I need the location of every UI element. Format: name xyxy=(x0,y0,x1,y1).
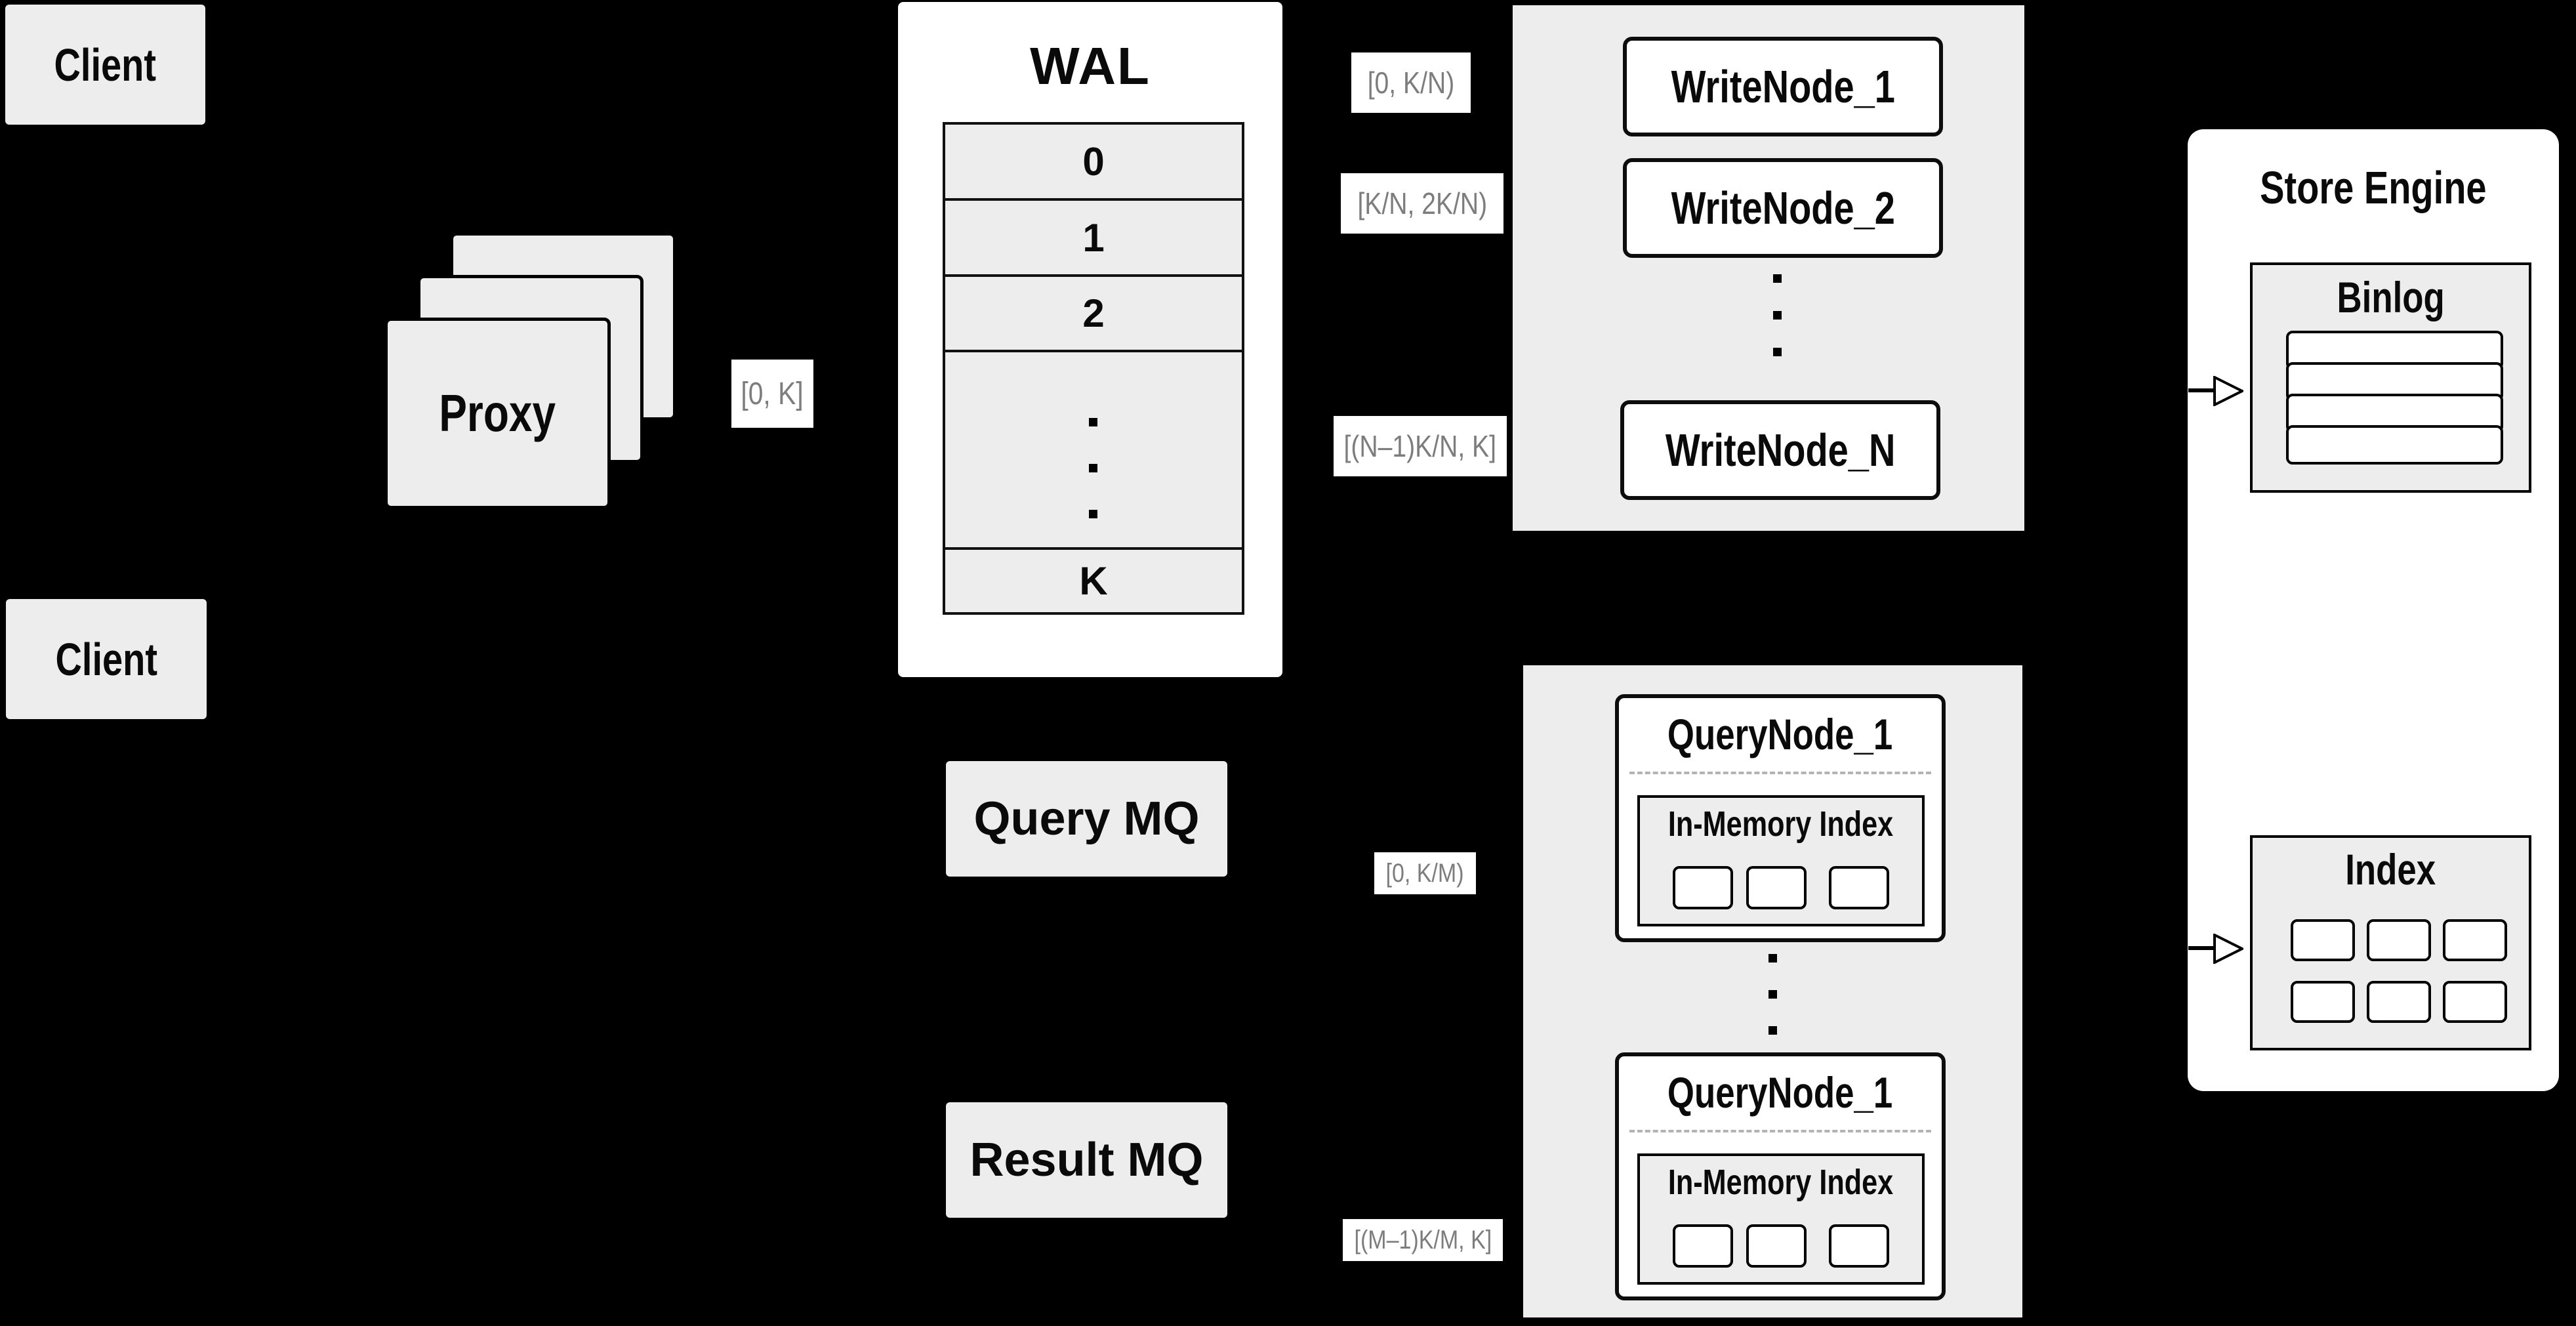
query-node-bottom: QueryNode_1 In-Memory Index xyxy=(1615,1052,1946,1300)
write-node-2: WriteNode_2 xyxy=(1623,158,1943,258)
segment-box xyxy=(1673,1224,1733,1268)
range-label-write-node2: [K/N, 2K/N) xyxy=(1341,173,1503,234)
open-arrowhead-to-index xyxy=(2213,934,2243,964)
range-label-write-nodeN: [(N–1)K/N, K] xyxy=(1334,416,1507,476)
ellipsis-dot xyxy=(1768,954,1777,963)
index-title: Index xyxy=(2345,845,2436,894)
proxy-card-front: Proxy xyxy=(384,318,611,509)
index-cell xyxy=(2367,981,2431,1023)
ellipsis-dot xyxy=(1089,418,1097,426)
segment-box xyxy=(1829,866,1889,909)
wal-row-k: K xyxy=(945,550,1242,612)
ellipsis-dot xyxy=(1773,348,1782,356)
binlog-title: Binlog xyxy=(2337,273,2445,321)
ellipsis-dot xyxy=(1768,990,1777,999)
query-node-top: QueryNode_1 In-Memory Index xyxy=(1615,694,1946,942)
arrow-line-to-binlog xyxy=(2188,388,2215,392)
client-box-top: Client xyxy=(5,5,205,125)
index-cell xyxy=(2291,919,2355,961)
ellipsis-dot xyxy=(1773,311,1782,320)
store-engine-title: Store Engine xyxy=(2260,162,2487,213)
wal-row-2: 2 xyxy=(945,277,1242,352)
write-node-n: WriteNode_N xyxy=(1620,400,1940,500)
client-top-label: Client xyxy=(54,39,157,91)
index-cell xyxy=(2443,919,2507,961)
range-label-proxy-out: [0, K] xyxy=(731,360,813,428)
index-box: Index xyxy=(2250,835,2531,1050)
query-node-top-title-row: QueryNode_1 xyxy=(1667,710,1893,758)
ellipsis-dot xyxy=(1773,274,1782,283)
segment-box xyxy=(1746,1224,1807,1268)
wal-row-ellipsis xyxy=(945,352,1242,550)
dashed-separator xyxy=(1629,1130,1931,1132)
write-node-group: WriteNode_1 WriteNode_2 WriteNode_N xyxy=(1513,5,2024,531)
client-box-bottom: Client xyxy=(6,599,207,719)
dashed-separator xyxy=(1629,772,1931,774)
ellipsis-dot xyxy=(1089,464,1097,472)
range-label-query-node1: [0, K/M) xyxy=(1374,852,1476,894)
ellipsis-dot xyxy=(1089,510,1097,518)
ellipsis-dot xyxy=(1768,1026,1777,1035)
query-node-bottom-title-row: QueryNode_1 xyxy=(1667,1068,1893,1117)
binlog-row xyxy=(2286,425,2503,465)
inmemory-index-top: In-Memory Index xyxy=(1637,795,1925,926)
wal-row-1: 1 xyxy=(945,201,1242,277)
wal-title: WAL xyxy=(1030,37,1151,95)
inmemory-index-bottom-title: In-Memory Index xyxy=(1668,1163,1894,1202)
open-arrowhead-to-binlog xyxy=(2213,376,2243,406)
binlog-box: Binlog xyxy=(2250,262,2531,493)
segment-box xyxy=(1829,1224,1889,1268)
write-node-1: WriteNode_1 xyxy=(1623,37,1943,136)
store-engine-container: Store Engine Binlog Index xyxy=(2188,129,2559,1091)
query-mq-label: Query MQ xyxy=(973,793,1200,845)
segment-box xyxy=(1673,866,1733,909)
inmemory-index-top-title: In-Memory Index xyxy=(1668,804,1894,844)
range-label-query-nodeM: [(M–1)K/M, K] xyxy=(1343,1219,1503,1261)
index-cell xyxy=(2291,981,2355,1023)
wal-row-0: 0 xyxy=(945,125,1242,201)
arrow-line-to-index xyxy=(2188,946,2215,950)
result-mq-box: Result MQ xyxy=(946,1102,1227,1218)
query-mq-box: Query MQ xyxy=(946,761,1227,877)
index-cell xyxy=(2367,919,2431,961)
wal-table: 0 1 2 K xyxy=(943,122,1244,615)
proxy-label: Proxy xyxy=(439,384,556,442)
segment-box xyxy=(1746,866,1807,909)
range-label-write-node1: [0, K/N) xyxy=(1351,52,1471,113)
result-mq-label: Result MQ xyxy=(970,1134,1204,1186)
wal-container: WAL 0 1 2 K xyxy=(898,2,1282,677)
query-node-group: QueryNode_1 In-Memory Index QueryNode_1 xyxy=(1523,665,2022,1317)
index-cell xyxy=(2443,981,2507,1023)
inmemory-index-bottom: In-Memory Index xyxy=(1637,1153,1925,1285)
client-bottom-label: Client xyxy=(55,633,157,685)
